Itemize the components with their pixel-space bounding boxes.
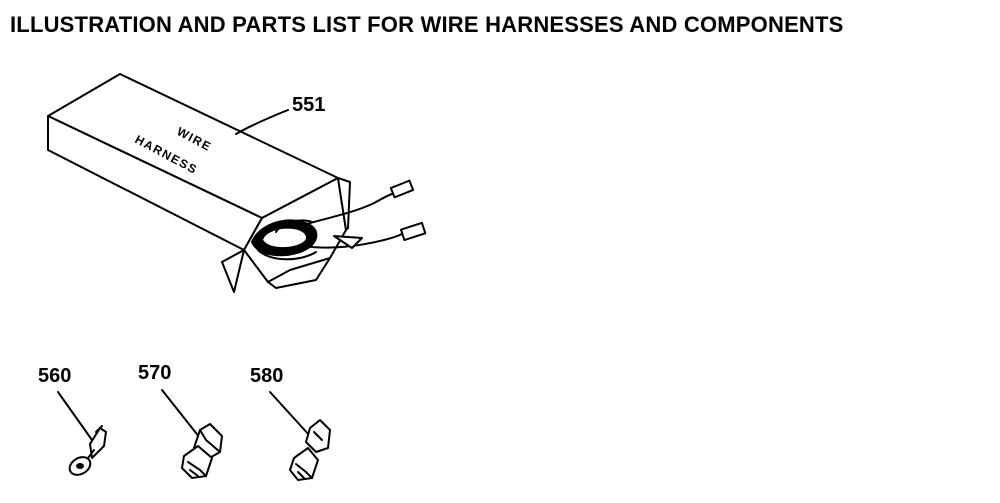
leader-line-580 — [269, 391, 311, 437]
leader-line-570 — [161, 389, 201, 439]
part-number-570: 570 — [138, 362, 171, 384]
part-number-551: 551 — [292, 94, 325, 116]
leader-line-551 — [235, 109, 289, 135]
flag-terminal-580 — [289, 419, 331, 481]
part-number-560: 560 — [38, 365, 71, 387]
wire-harness-box: WIRE HARNESS — [47, 73, 427, 293]
part-number-580: 580 — [250, 365, 283, 387]
leader-line-560 — [57, 391, 93, 441]
quick-connect-terminal-570 — [181, 423, 223, 479]
page-title: ILLUSTRATION AND PARTS LIST FOR WIRE HAR… — [10, 12, 844, 37]
ring-terminal-560 — [68, 425, 107, 476]
